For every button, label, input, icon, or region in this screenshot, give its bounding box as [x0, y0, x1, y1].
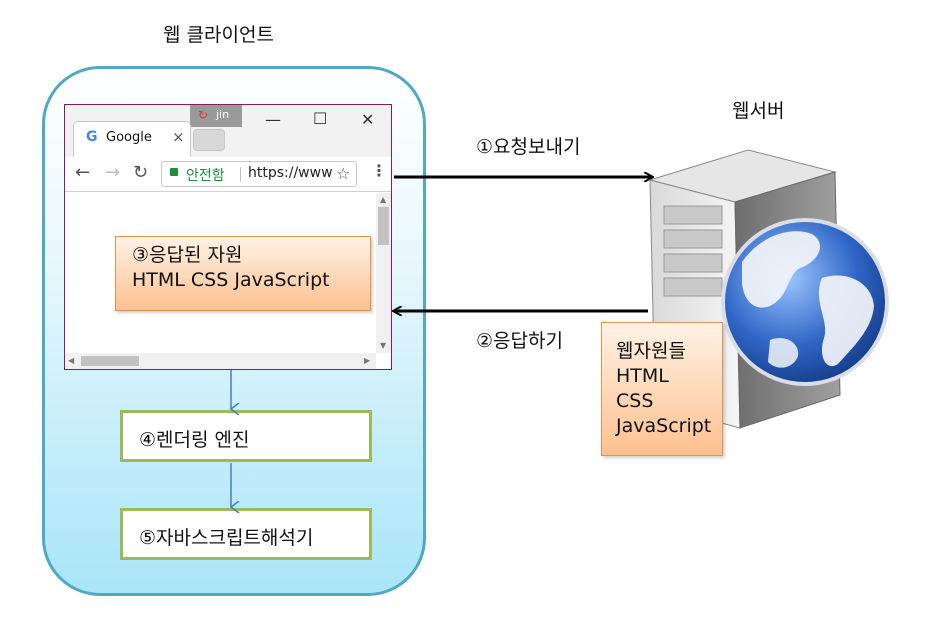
responded-resources-types: HTML CSS JavaScript	[132, 269, 330, 291]
menu-dots-icon[interactable]: ⋮	[371, 161, 387, 180]
tab-close-icon[interactable]: ×	[172, 128, 185, 146]
browser-titlebar: ↻ jin — ☐ ✕ G Google ×	[65, 105, 391, 158]
request-arrow-label: ①요청보내기	[476, 136, 581, 158]
web-resource-css: CSS	[616, 390, 654, 412]
back-arrow-icon[interactable]: ←	[75, 162, 91, 183]
response-arrow-label: ②응답하기	[476, 330, 563, 352]
scroll-up-icon[interactable]: ▲	[380, 195, 387, 204]
client-title: 웹 클라이언트	[163, 24, 274, 46]
responded-resources-box: ③응답된 자원 HTML CSS JavaScript	[115, 236, 371, 311]
rendering-engine-label: ④렌더링 엔진	[139, 429, 250, 451]
web-resource-javascript: JavaScript	[616, 415, 712, 437]
js-interpreter-box: ⑤자바스크립트해석기	[120, 508, 372, 560]
url-text: https://www	[248, 165, 333, 181]
rendering-engine-box: ④렌더링 엔진	[120, 410, 372, 462]
vertical-scroll-thumb[interactable]	[378, 207, 389, 245]
browser-tab[interactable]: G Google ×	[73, 121, 191, 158]
horizontal-scroll-thumb[interactable]	[81, 356, 139, 366]
address-bar[interactable]: 안전함 https://www ☆	[161, 161, 357, 187]
server-title: 웹서버	[732, 100, 785, 122]
js-interpreter-label: ⑤자바스크립트해석기	[139, 527, 314, 549]
bookmark-star-icon[interactable]: ☆	[336, 164, 351, 183]
new-tab-button[interactable]	[193, 129, 225, 151]
forward-arrow-icon[interactable]: →	[105, 162, 121, 183]
user-name: jin	[216, 108, 230, 121]
web-resources-box: 웹자원들 HTML CSS JavaScript	[601, 322, 723, 456]
address-divider	[240, 167, 241, 182]
user-profile-chip[interactable]: ↻ jin	[190, 105, 242, 127]
scroll-down-icon[interactable]: ▼	[380, 341, 387, 350]
minimize-button[interactable]: —	[265, 110, 281, 129]
responded-resources-title: ③응답된 자원	[132, 244, 243, 266]
globe-icon	[721, 218, 889, 386]
scroll-left-icon[interactable]: ◀	[68, 356, 75, 365]
security-label: 안전함	[186, 168, 225, 184]
tab-label: Google	[106, 130, 152, 145]
maximize-button[interactable]: ☐	[313, 109, 328, 128]
google-g-icon: G	[86, 129, 98, 145]
web-resources-title: 웹자원들	[616, 340, 686, 362]
sync-icon: ↻	[198, 108, 209, 122]
lock-icon	[170, 168, 178, 176]
browser-toolbar: ← → ↻ 안전함 https://www ☆ ⋮	[65, 157, 391, 192]
close-window-button[interactable]: ✕	[361, 110, 375, 129]
reload-icon[interactable]: ↻	[133, 162, 149, 183]
vertical-scrollbar[interactable]: ▲ ▼	[376, 193, 391, 353]
scroll-right-icon[interactable]: ▶	[364, 356, 371, 365]
web-resource-html: HTML	[616, 365, 669, 387]
horizontal-scrollbar[interactable]: ◀ ▶	[65, 353, 376, 369]
